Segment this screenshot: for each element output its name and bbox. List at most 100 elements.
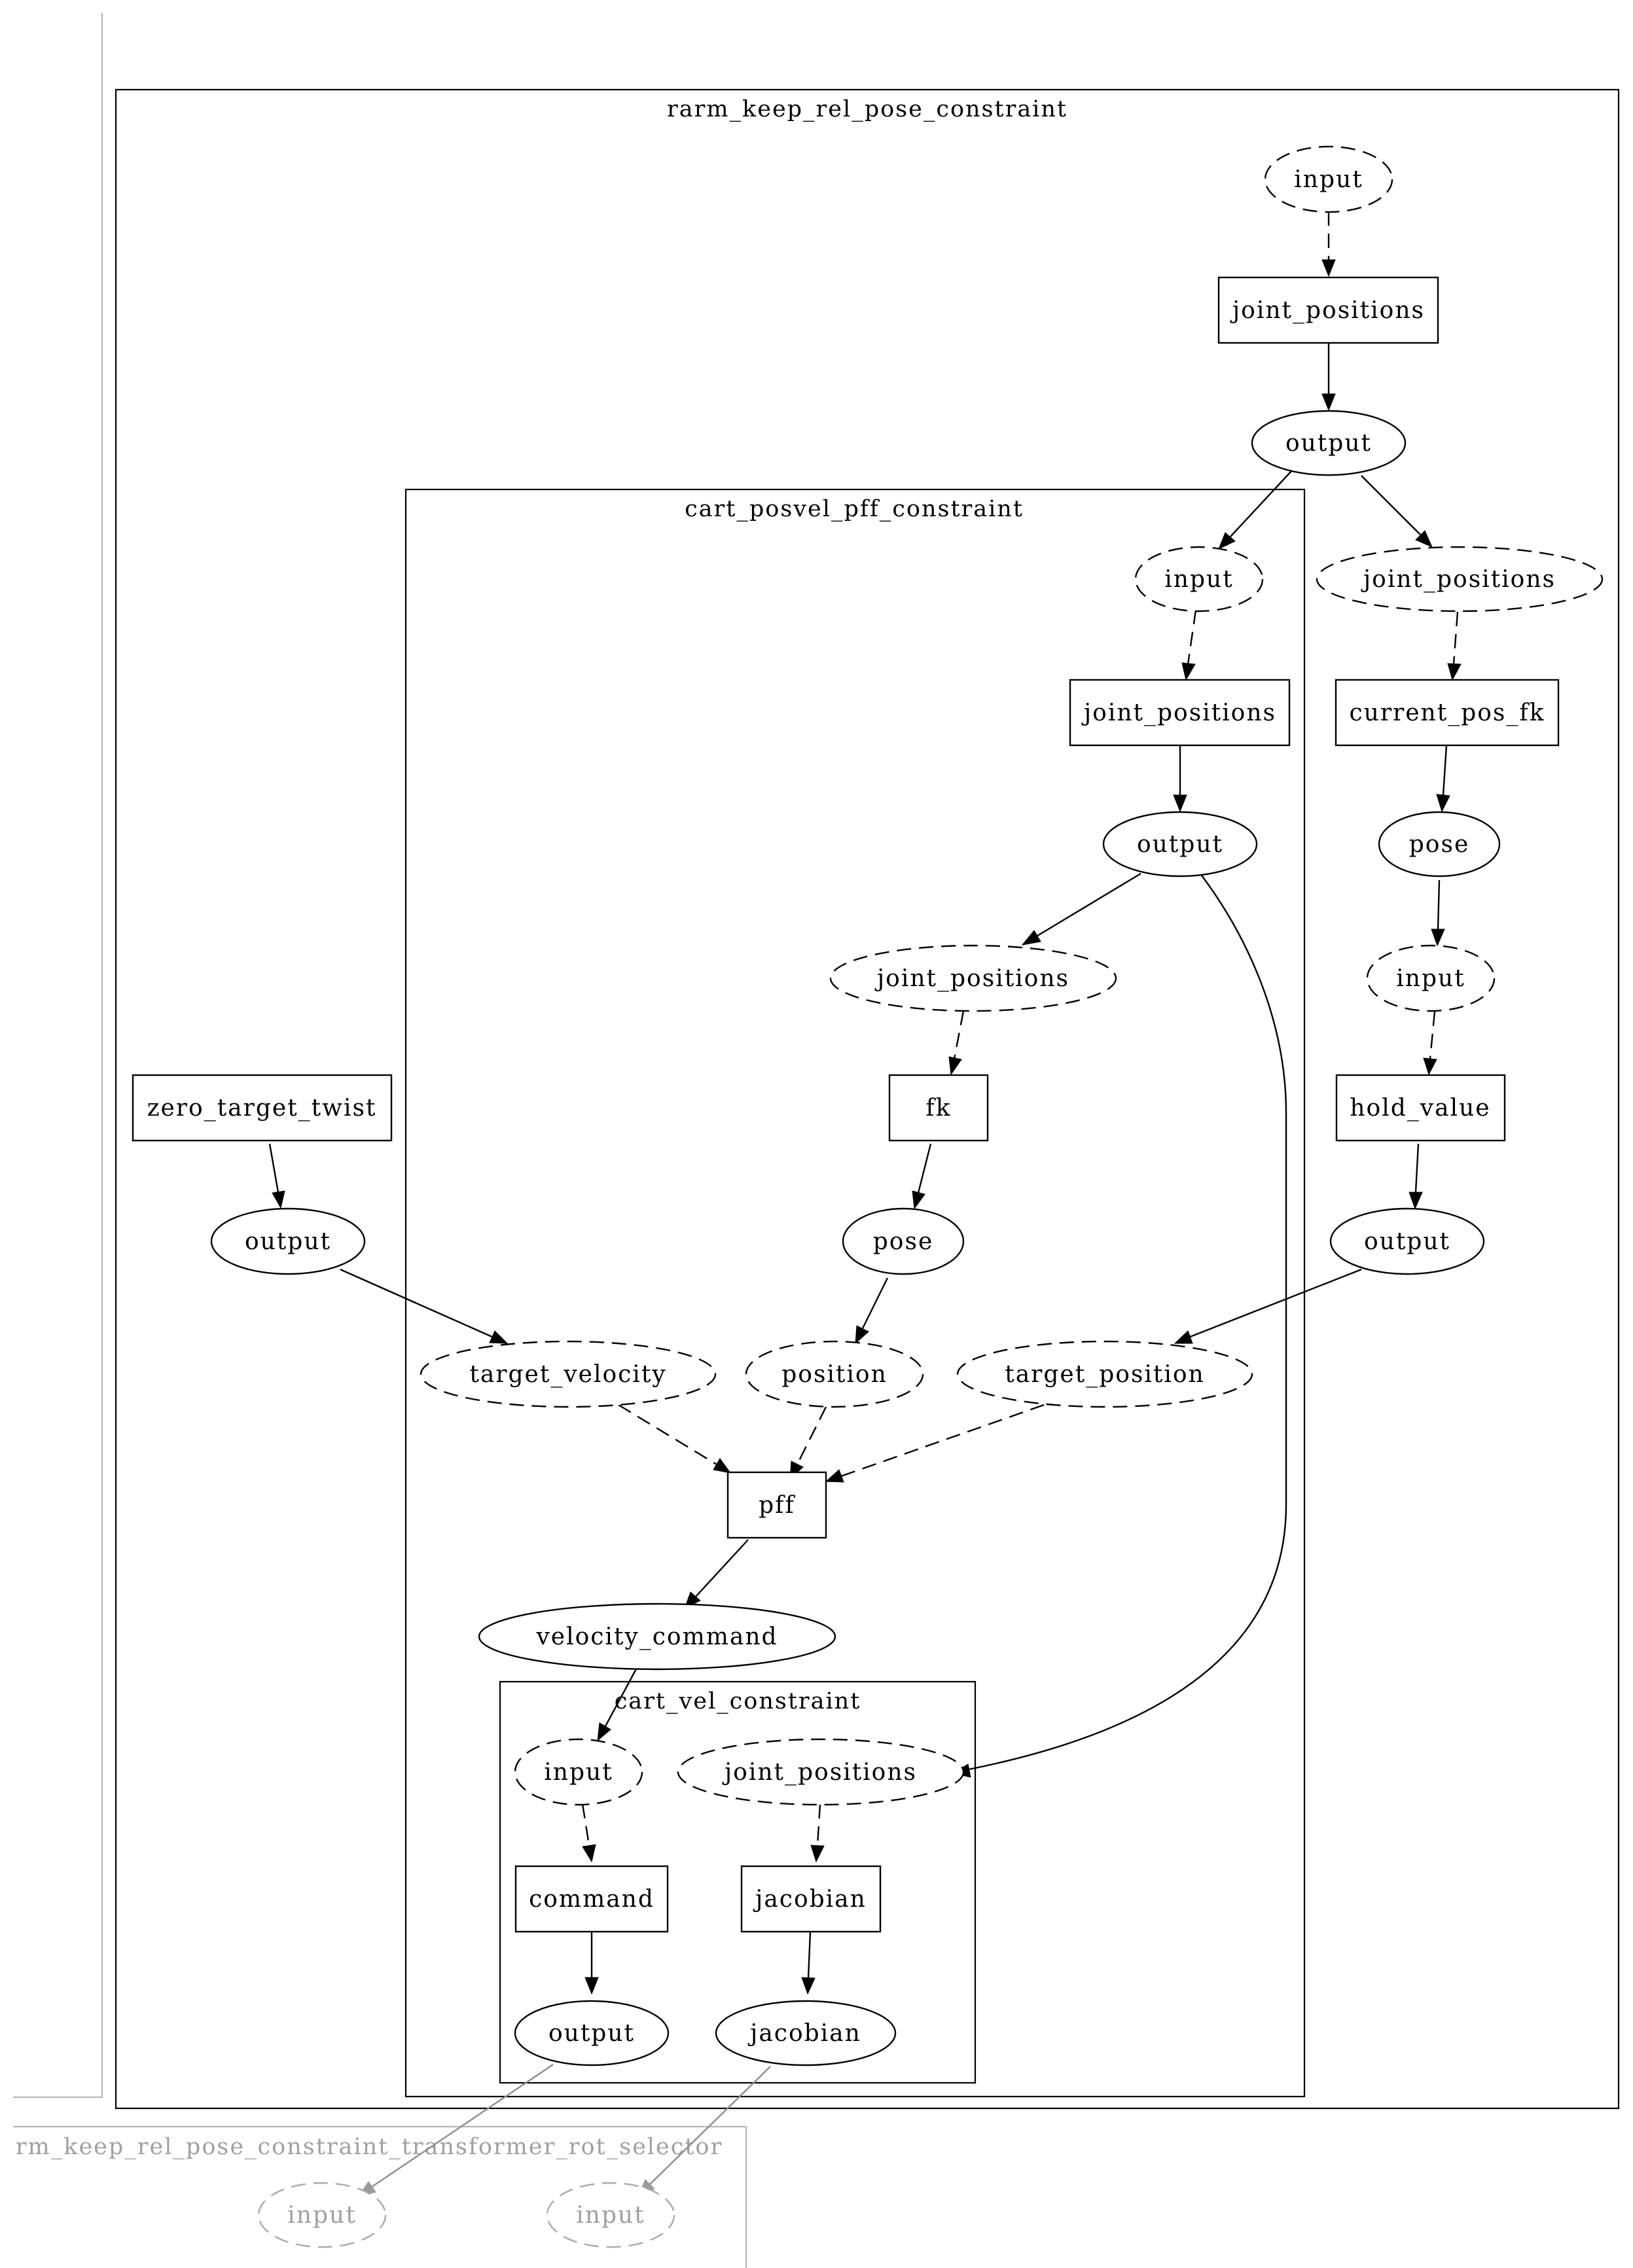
node-current-pos-fk[interactable]: current_pos_fk — [1335, 679, 1560, 747]
arrowhead — [1423, 1057, 1437, 1076]
edge-pff-output-to-vel-joint-positions — [968, 875, 1287, 1771]
node-selector-input-2[interactable]: input — [546, 2182, 675, 2248]
node-target-position[interactable]: target_position — [956, 1340, 1253, 1408]
node-label: joint_positions — [1230, 297, 1425, 324]
edge-zero-output-to-target-velocity — [340, 1268, 493, 1338]
arrowhead — [1321, 393, 1336, 412]
cluster-title-pff: cart_posvel_pff_constraint — [685, 496, 1024, 522]
node-hold-output[interactable]: output — [1329, 1207, 1485, 1275]
edge-rarm-output-to-joint-positions-port — [1361, 475, 1421, 535]
edge-pff-input-to-joint-positions — [1187, 609, 1197, 665]
edge-jacobian-out-to-selector-input — [649, 2066, 771, 2185]
node-label: target_position — [1005, 1361, 1205, 1388]
arrowhead — [489, 1330, 509, 1344]
node-label: joint_positions — [1361, 566, 1556, 593]
cluster-title-rarm: rarm_keep_rel_pose_constraint — [667, 96, 1068, 122]
arrowhead — [948, 1056, 962, 1076]
arrowhead — [801, 1977, 816, 1995]
node-label: input — [1294, 166, 1363, 193]
node-label: output — [548, 2020, 635, 2047]
node-label: joint_positions — [874, 965, 1069, 992]
node-jacobian[interactable]: jacobian — [740, 1865, 882, 1933]
node-label: input — [1164, 566, 1233, 593]
arrowhead — [825, 1469, 844, 1483]
node-pff-joint-positions[interactable]: joint_positions — [1069, 679, 1291, 747]
node-jacobian-out[interactable]: jacobian — [715, 2000, 897, 2066]
node-rarm-output[interactable]: output — [1251, 410, 1407, 476]
node-label: output — [1285, 430, 1372, 457]
node-velocity-command[interactable]: velocity_command — [478, 1603, 836, 1671]
arrowhead — [1218, 532, 1236, 550]
node-vel-joint-positions[interactable]: joint_positions — [677, 1738, 965, 1806]
cluster-rarm: rarm_keep_rel_pose_constraint — [115, 88, 1620, 2110]
edge-hold-value-to-output — [1414, 1143, 1420, 1193]
edge-vel-joint-positions-to-jacobian — [816, 1803, 821, 1846]
edge-target-position-to-pff — [840, 1404, 1045, 1478]
cluster-pff: cart_posvel_pff_constraint — [404, 488, 1306, 2098]
arrowhead — [597, 1722, 611, 1742]
node-joint-positions-port[interactable]: joint_positions — [1316, 546, 1604, 612]
node-zero-target-twist[interactable]: zero_target_twist — [132, 1074, 393, 1142]
node-label: jacobian — [753, 1886, 867, 1913]
outer-frame-edge — [13, 13, 103, 2099]
arrowhead — [912, 1190, 925, 1210]
node-label: pff — [759, 1492, 795, 1519]
node-label: command — [529, 1886, 655, 1913]
edge-pose-to-hold-input — [1437, 879, 1441, 930]
node-label: velocity_command — [535, 1623, 778, 1650]
node-label: input — [1396, 965, 1465, 992]
arrowhead — [1447, 663, 1462, 681]
edge-velocity-command-to-vel-input — [604, 1665, 639, 1727]
node-fk[interactable]: fk — [888, 1074, 989, 1142]
arrowhead — [1409, 1192, 1423, 1210]
node-label: hold_value — [1350, 1095, 1490, 1122]
node-selector-input-1[interactable]: input — [257, 2182, 387, 2248]
node-fk-joint-positions[interactable]: joint_positions — [829, 944, 1117, 1012]
node-pff[interactable]: pff — [727, 1471, 827, 1539]
node-current-pose[interactable]: pose — [1378, 811, 1501, 877]
arrowhead — [855, 1325, 869, 1345]
node-hold-value[interactable]: hold_value — [1335, 1074, 1506, 1142]
node-target-velocity[interactable]: target_velocity — [420, 1340, 717, 1408]
node-fk-pose[interactable]: pose — [842, 1207, 965, 1275]
node-pff-input[interactable]: input — [1134, 546, 1264, 612]
arrowhead — [810, 1845, 825, 1863]
node-label: output — [1364, 1228, 1450, 1255]
node-label: output — [245, 1228, 331, 1255]
node-command[interactable]: command — [514, 1865, 669, 1933]
edge-vel-input-to-command — [581, 1803, 590, 1846]
nodes: input joint_positions output input joint… — [132, 145, 1604, 2248]
node-label: output — [1137, 831, 1223, 858]
edge-pff-to-velocity-command — [695, 1539, 749, 1597]
node-vel-input[interactable]: input — [514, 1738, 643, 1806]
arrowhead — [713, 1458, 732, 1474]
edge-joint-positions-port-to-current-pos-fk — [1452, 611, 1459, 665]
edge-position-to-pff — [796, 1406, 827, 1465]
node-rarm-input[interactable]: input — [1264, 145, 1393, 213]
arrowhead — [1321, 259, 1336, 277]
arrowhead — [1415, 530, 1433, 548]
node-label: joint_positions — [1081, 700, 1276, 726]
cluster-title-selector: rm_keep_rel_pose_constraint_transformer_… — [16, 2134, 723, 2160]
edge-current-pos-fk-to-pose — [1442, 745, 1448, 796]
node-zero-output[interactable]: output — [210, 1207, 366, 1275]
arrowhead — [584, 1977, 599, 1995]
node-label: jacobian — [747, 2020, 861, 2047]
edge-target-velocity-to-pff — [618, 1404, 717, 1466]
edge-jacobian-to-jacobian-out — [807, 1931, 812, 1978]
node-position[interactable]: position — [745, 1340, 924, 1408]
edge-fk-pose-to-position — [861, 1277, 889, 1329]
node-label: zero_target_twist — [147, 1095, 377, 1122]
node-pff-output[interactable]: output — [1102, 811, 1258, 877]
node-vel-output[interactable]: output — [514, 2000, 670, 2066]
edge-hold-input-to-hold-value — [1429, 1011, 1436, 1059]
node-label: position — [781, 1361, 888, 1388]
edge-zero-target-twist-to-output — [268, 1143, 279, 1193]
arrowhead — [1431, 929, 1445, 947]
arrowhead — [272, 1190, 285, 1209]
node-rarm-joint-positions[interactable]: joint_positions — [1217, 276, 1439, 344]
node-hold-input[interactable]: input — [1366, 944, 1496, 1012]
cluster-selector: rm_keep_rel_pose_constraint_transformer_… — [13, 2125, 747, 2268]
edge-pff-output-to-fk-joint-positions — [1037, 872, 1141, 937]
